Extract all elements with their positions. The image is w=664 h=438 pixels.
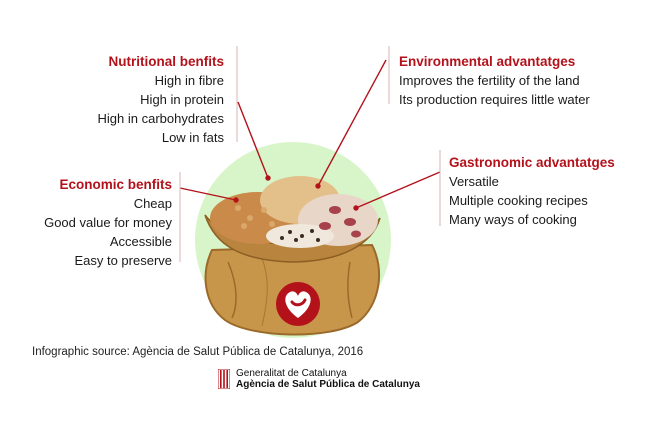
gastronomic-advantages: Gastronomic advantatges Versatile Multip… bbox=[449, 153, 649, 229]
environmental-item: Improves the fertility of the land bbox=[399, 73, 580, 88]
generalitat-logo-icon bbox=[218, 369, 230, 389]
economic-item: Easy to preserve bbox=[74, 253, 172, 268]
agency-logo: Generalitat de Catalunya Agència de Salu… bbox=[218, 368, 420, 390]
gastronomic-item: Multiple cooking recipes bbox=[449, 193, 588, 208]
logo-line-1: Generalitat de Catalunya bbox=[236, 368, 347, 379]
environmental-title: Environmental advantatges bbox=[399, 54, 576, 69]
logo-line-2: Agència de Salut Pública de Catalunya bbox=[236, 379, 420, 390]
economic-benefits: Economic benfits Cheap Good value for mo… bbox=[18, 175, 172, 270]
nutritional-benefits: Nutritional benfits High in fibre High i… bbox=[78, 52, 224, 147]
nutritional-item: Low in fats bbox=[161, 130, 224, 145]
nutritional-item: High in carbohydrates bbox=[97, 111, 224, 126]
environmental-item: Its production requires little water bbox=[399, 92, 590, 107]
economic-item: Good value for money bbox=[44, 215, 172, 230]
gastronomic-title: Gastronomic advantatges bbox=[449, 155, 615, 170]
economic-title: Economic benfits bbox=[59, 177, 172, 192]
economic-item: Cheap bbox=[133, 196, 172, 211]
environmental-advantages: Environmental advantatges Improves the f… bbox=[399, 52, 639, 109]
gastronomic-item: Versatile bbox=[449, 174, 499, 189]
gastronomic-item: Many ways of cooking bbox=[449, 212, 577, 227]
nutritional-item: High in protein bbox=[140, 92, 224, 107]
nutritional-title: Nutritional benfits bbox=[108, 54, 225, 69]
economic-item: Accessible bbox=[109, 234, 172, 249]
source-caption: Infographic source: Agència de Salut Púb… bbox=[32, 346, 364, 358]
nutritional-item: High in fibre bbox=[154, 73, 224, 88]
